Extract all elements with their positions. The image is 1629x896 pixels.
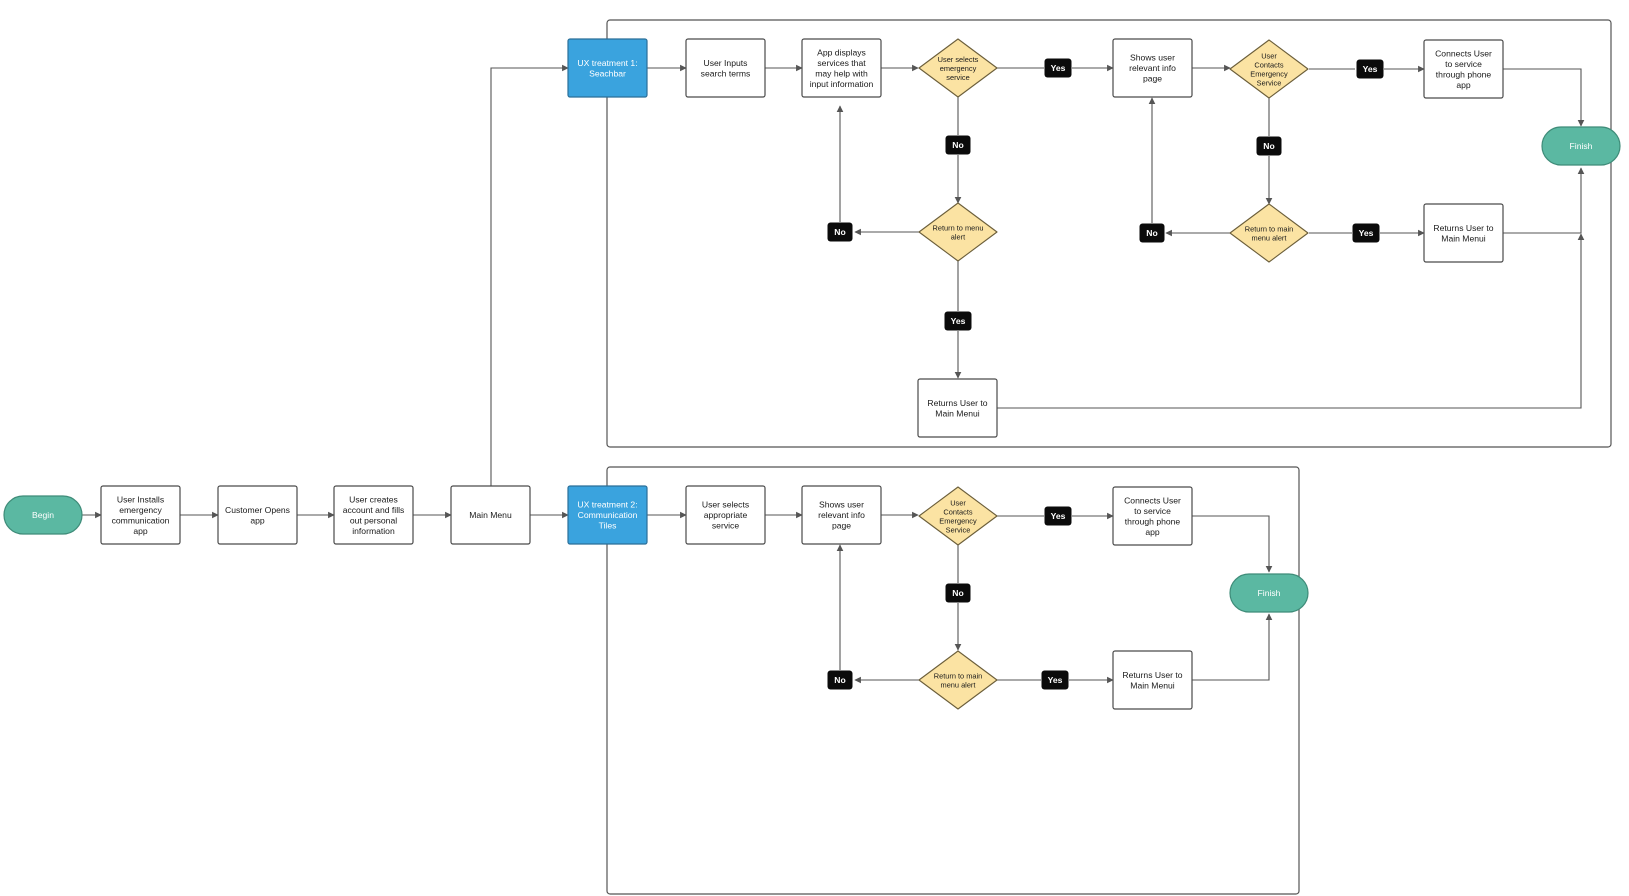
edge-connects-finish-2 (1192, 515, 1273, 573)
t2-contacts-yes-badge-label: Yes (1051, 511, 1066, 521)
t1-alert-a-yes-badge: Yes (944, 311, 972, 331)
t1-alert-b-no-badge-label: No (1146, 228, 1157, 238)
t2-finish-terminal-label: Finish (1258, 588, 1281, 598)
t1-finish-terminal-label: Finish (1570, 141, 1593, 151)
t1-alert-a-no-badge: No (827, 222, 853, 242)
main-menu-box[interactable]: Main Menu (450, 485, 531, 545)
edge-returns-b-finish (1503, 167, 1585, 234)
t1-contacts-yes-badge: Yes (1356, 59, 1384, 79)
t1-box[interactable]: UX treatment 1:Seachbar (567, 38, 648, 98)
t2-finish-terminal[interactable]: Finish (1229, 573, 1309, 613)
t1-contacts-no-badge-label: No (1263, 141, 1274, 151)
t2-contacts-yes-badge: Yes (1044, 506, 1072, 526)
edge-mainmenu-t1 (490, 64, 569, 486)
edge-returns-2-finish (1192, 613, 1273, 681)
t1-selects-no-badge-label: No (952, 140, 963, 150)
t1-finish-terminal[interactable]: Finish (1541, 126, 1621, 166)
t2-alert-yes-badge-label: Yes (1048, 675, 1063, 685)
t1-alert-b-yes-badge: Yes (1352, 223, 1380, 243)
t2-alert-no-badge-label: No (834, 675, 845, 685)
t2-alert-yes-badge: Yes (1041, 670, 1069, 690)
edge-connects-finish (1503, 68, 1585, 127)
treatment-1-frame (606, 19, 1612, 448)
begin-terminal-label: Begin (32, 510, 54, 520)
t1-contacts-no-badge: No (1256, 136, 1282, 156)
t1-selects-yes-badge-label: Yes (1051, 63, 1066, 73)
t1-alert-b-no-badge: No (1139, 223, 1165, 243)
t2-alert-no-badge: No (827, 670, 853, 690)
t1-alert-a-no-badge-label: No (834, 227, 845, 237)
t1-selects-yes-badge: Yes (1044, 58, 1072, 78)
t1-box-label: UX treatment 1:Seachbar (577, 58, 637, 79)
begin-terminal[interactable]: Begin (3, 495, 83, 535)
t1-alert-a-yes-badge-label: Yes (951, 316, 966, 326)
main-menu-box-label: Main Menu (469, 510, 512, 520)
edge-returns-a-finish (997, 233, 1585, 409)
t1-alert-b-yes-badge-label: Yes (1359, 228, 1374, 238)
treatment-2-frame (606, 466, 1300, 895)
connectors (82, 64, 1585, 684)
t1-contacts-yes-badge-label: Yes (1363, 64, 1378, 74)
t1-selects-no-badge: No (945, 135, 971, 155)
t2-contacts-no-badge: No (945, 583, 971, 603)
t2-contacts-no-badge-label: No (952, 588, 963, 598)
